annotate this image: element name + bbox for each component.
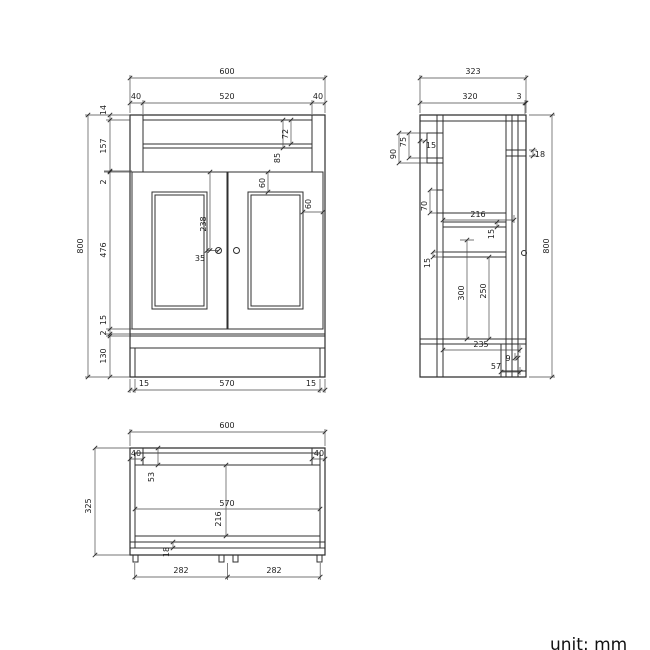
plan-dimension-ticks — [92, 429, 328, 580]
plan-total-width-label: 600 — [219, 421, 234, 430]
front-view: 600 40 520 40 800 14 157 2 476 15 2 130 … — [76, 67, 328, 393]
side-300-label: 300 — [457, 285, 466, 300]
front-frame-60a-label: 60 — [258, 178, 267, 188]
front-structure-lines — [129, 114, 326, 378]
side-bracket-15-label: 15 — [426, 141, 436, 150]
side-door-knob — [521, 250, 527, 256]
plan-cabinet-outline — [129, 447, 326, 556]
front-bottom-left-label: 15 — [139, 379, 149, 388]
side-3-label: 3 — [516, 92, 521, 101]
front-knob-offset-35-label: 35 — [195, 254, 205, 263]
side-rail-15-label: 15 — [487, 229, 496, 239]
front-seg-476-label: 476 — [99, 242, 108, 257]
side-dimension-ticks — [396, 75, 555, 380]
side-view: 323 320 3 800 18 75 90 15 70 216 15 15 3… — [389, 67, 555, 380]
plan-span-left-label: 282 — [173, 566, 188, 575]
plan-total-depth-label: 325 — [84, 498, 93, 513]
side-total-height-label: 800 — [542, 238, 551, 253]
door-knob-right — [233, 247, 240, 254]
plan-structure-lines — [129, 447, 326, 549]
unit-label: unit: mm — [550, 635, 627, 650]
plan-span-right-label: 282 — [266, 566, 281, 575]
plan-view: 600 40 40 325 53 570 216 18 282 282 — [84, 421, 328, 580]
side-plinth-235-label: 235 — [473, 340, 488, 349]
side-18-label: 18 — [535, 150, 545, 159]
plan-right-40-label: 40 — [314, 449, 324, 458]
front-top-right-label: 40 — [313, 92, 323, 101]
plan-feet — [132, 554, 323, 563]
side-70-label: 70 — [420, 201, 429, 211]
front-total-height-label: 800 — [76, 238, 85, 253]
front-top-left-label: 40 — [131, 92, 141, 101]
front-frame-60b-label: 60 — [304, 199, 313, 209]
front-knob-height-238-label: 238 — [199, 216, 208, 231]
side-dimension-lines — [398, 75, 555, 378]
front-cabinet-outline — [129, 114, 326, 378]
front-bottom-center-label: 570 — [219, 379, 234, 388]
side-structure-lines — [419, 114, 527, 378]
front-seg-2a-label: 2 — [99, 179, 108, 184]
front-total-width-label: 600 — [219, 67, 234, 76]
side-320-label: 320 — [462, 92, 477, 101]
unit-note: unit: mm — [550, 635, 627, 650]
front-seg-14-label: 14 — [99, 105, 108, 115]
front-bottom-right-label: 15 — [306, 379, 316, 388]
plan-53-label: 53 — [147, 472, 156, 482]
plan-216-label: 216 — [214, 511, 223, 526]
side-250-label: 250 — [479, 283, 488, 298]
plan-18-label: 18 — [162, 547, 171, 557]
side-9-label: 9 — [505, 354, 510, 363]
plan-570-label: 570 — [219, 499, 234, 508]
side-bracket-90-label: 90 — [389, 149, 398, 159]
front-seg-130-label: 130 — [99, 348, 108, 363]
front-seg-157-label: 157 — [99, 138, 108, 153]
side-total-depth-label: 323 — [465, 67, 480, 76]
side-57-label: 57 — [491, 362, 501, 371]
front-seg-15-label: 15 — [99, 315, 108, 325]
front-doors — [131, 171, 324, 330]
front-apron-85-label: 85 — [273, 153, 282, 163]
plan-left-40-label: 40 — [131, 449, 141, 458]
front-apron-72-label: 72 — [281, 129, 290, 139]
side-shelf-15-label: 15 — [423, 258, 432, 268]
side-cabinet-outline — [419, 114, 527, 378]
front-dimension-ticks — [85, 75, 328, 393]
side-rail-216-label: 216 — [470, 210, 485, 219]
front-top-center-label: 520 — [219, 92, 234, 101]
front-seg-2b-label: 2 — [99, 330, 108, 335]
front-dimension-lines — [85, 75, 326, 393]
side-bracket-75-label: 75 — [399, 137, 408, 147]
